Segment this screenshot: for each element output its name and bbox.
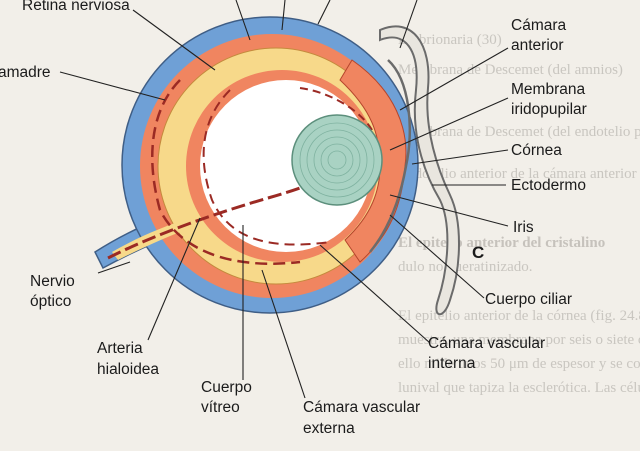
bg-text-line: Membrana de Descemet (del amnios) (398, 62, 623, 78)
bg-text-line: ello mide unos 50 μm de espesor y se con… (398, 356, 640, 372)
panel-letter: C (472, 243, 484, 262)
ectoderm-fold (379, 25, 460, 316)
bg-text-line: muestra, una membrana por seis o siete c… (398, 332, 640, 348)
label-camara-anterior: anterior (511, 37, 564, 54)
eye-illustration (94, 16, 460, 316)
bg-text-line: Endotelio anterior de la cámara anterior (398, 166, 637, 182)
leader-lines (59, 0, 509, 399)
inner-vascular-line (202, 89, 331, 246)
cornea-outline (369, 59, 411, 253)
label-camara-vascular-externa: externa (303, 420, 355, 437)
label-camara-vascular-interna: Cámara vascular (428, 335, 545, 352)
label-nervio-optico: óptico (30, 293, 71, 310)
label-arteria-hialoidea: hialoidea (97, 361, 159, 378)
bg-text-line: dulo no queratinizado. (398, 259, 533, 275)
bg-text-line: El epitelio anterior del cristalino (398, 235, 605, 251)
bg-text-line: El epitelio anterior de la córnea (fig. … (398, 308, 640, 324)
label-membrana-iridopupilar: iridopupilar (511, 101, 587, 118)
label-cornea: Córnea (511, 142, 562, 159)
label-arteria-hialoidea: Arteria (97, 340, 143, 357)
bg-text-line: Membrana de Descemet (del endotelio post… (398, 124, 640, 140)
label-cuerpo-ciliar: Cuerpo ciliar (485, 291, 572, 308)
label-iris: Iris (513, 219, 534, 236)
lens-rings (299, 122, 375, 198)
bg-text-line: Embrionaria (30) (398, 32, 502, 48)
lens (291, 114, 383, 206)
label-cuerpo-vitreo: Cuerpo (201, 379, 252, 396)
label-retina-nerviosa: Retina nerviosa (22, 0, 130, 14)
label-camara-vascular-externa: Cámara vascular (303, 399, 420, 416)
label-camara-anterior: Cámara (511, 17, 567, 34)
label-nervio-optico: Nervio (30, 273, 75, 290)
anterior-chamber (339, 59, 407, 263)
label-coroides: amadre (0, 64, 51, 81)
background-page-text: Embrionaria (30) Membrana de Descemet (d… (398, 32, 640, 396)
label-membrana-iridopupilar: Membrana (511, 81, 585, 98)
label-cuerpo-vitreo: vítreo (201, 399, 240, 416)
diagram-labels: Retina nerviosa amadre Cámara anterior M… (0, 0, 587, 437)
label-camara-vascular-interna: interna (428, 355, 476, 372)
label-ectodermo: Ectodermo (511, 177, 586, 194)
ciliary-vessel (299, 87, 373, 131)
bg-text-line: lunival que tapiza la esclerótica. Las c… (398, 380, 640, 396)
